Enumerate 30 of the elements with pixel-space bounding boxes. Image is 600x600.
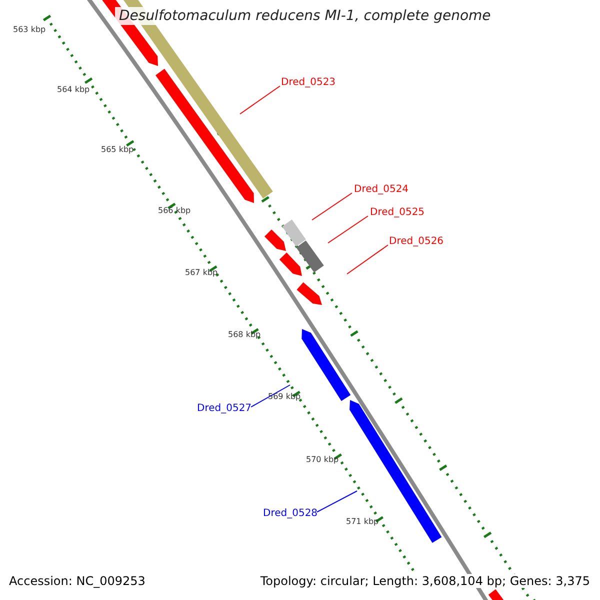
- gene-feature: [156, 68, 254, 203]
- scale-label: 566 kbp: [158, 206, 191, 215]
- gene-label: Dred_0524: [354, 184, 409, 195]
- gene-label: Dred_0527: [197, 403, 252, 414]
- gene-label: Dred_0525: [370, 207, 425, 218]
- leader-line: [250, 384, 290, 408]
- gene-feature: [302, 329, 351, 401]
- scale-label: 565 kbp: [101, 145, 134, 154]
- gene-label: Dred_0528: [263, 508, 318, 519]
- scale-label: 570 kbp: [306, 455, 339, 464]
- footer-text: Topology: circular; Length: 3,608,104 bp; Genes: 3,375: [260, 574, 590, 588]
- leader-line: [312, 192, 352, 220]
- footer-text: Accession: NC_009253: [9, 574, 146, 588]
- gene-bar: [296, 240, 324, 272]
- gene-label: Dred_0526: [389, 236, 444, 247]
- leader-line: [346, 244, 388, 274]
- gene-feature: [279, 252, 302, 276]
- scale-label: 563 kbp: [13, 25, 46, 34]
- scale-label: 564 kbp: [57, 85, 90, 94]
- gene-bar: [282, 220, 306, 246]
- leader-line: [240, 86, 280, 114]
- leader-line: [328, 216, 368, 244]
- scale-label: 568 kbp: [228, 330, 261, 339]
- scale-label: 569 kbp: [268, 392, 301, 401]
- scale-label: 567 kbp: [185, 268, 218, 277]
- gene-feature: [264, 229, 286, 251]
- gene-label: Dred_0523: [281, 77, 336, 88]
- scale-label: 571 kbp: [346, 517, 379, 526]
- gene-feature: [296, 282, 322, 305]
- leader-line: [316, 490, 358, 512]
